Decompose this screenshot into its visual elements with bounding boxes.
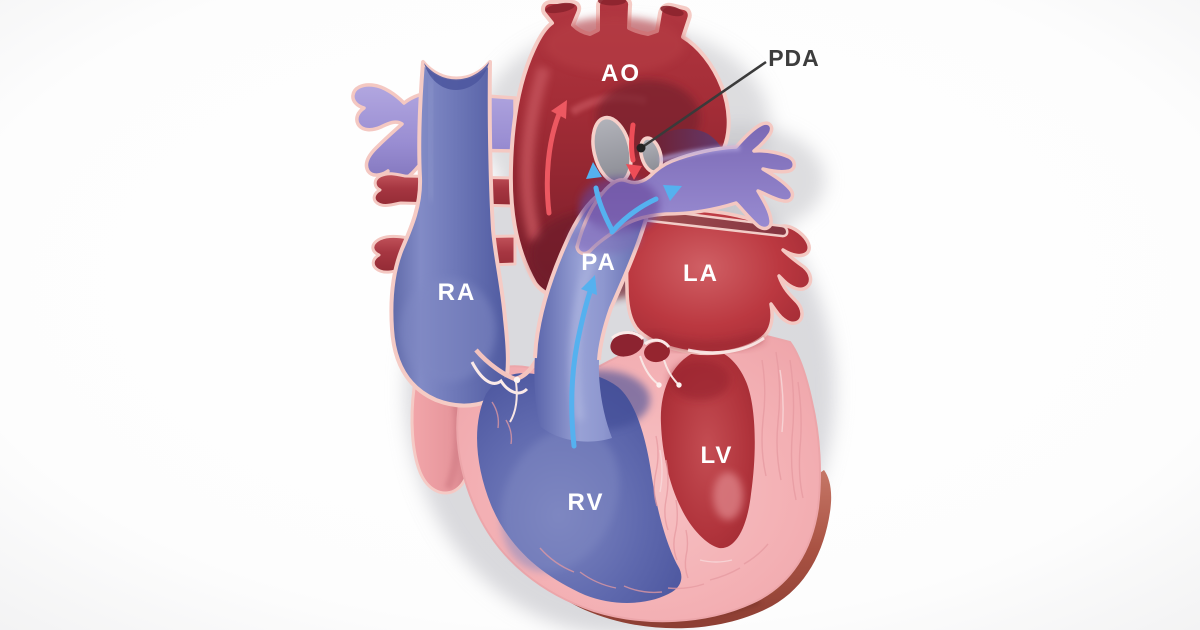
svc-sheen <box>424 79 437 201</box>
pda-pointer-line <box>640 60 767 150</box>
right-atrium <box>389 60 510 408</box>
label-pulmonary-artery: PA <box>581 249 617 276</box>
svc-opening <box>424 62 489 90</box>
flow-arrow-aorta <box>544 100 567 216</box>
ra-sheen <box>400 278 496 382</box>
pda-annotation: PDA <box>636 45 820 153</box>
flow-arrow-pda-shunt <box>626 122 642 180</box>
flow-arrows <box>544 100 682 449</box>
flow-arrow-pa-trunk <box>569 275 597 449</box>
label-aorta: AO <box>601 60 641 87</box>
left-pulmonary-artery <box>570 121 796 256</box>
pda-pointer-dot <box>636 143 646 153</box>
label-left-atrium: LA <box>683 260 719 287</box>
wall-texture <box>491 351 804 594</box>
right-ventricle <box>477 370 682 603</box>
mitral-valve <box>610 331 765 388</box>
aortic-branch-openings <box>545 0 684 17</box>
underarch-gaps <box>591 115 664 185</box>
label-pda: PDA <box>768 45 820 71</box>
chamber-labels: AO PA RA LA RV LV <box>438 60 734 516</box>
aorta-left-highlight <box>520 66 551 242</box>
label-right-ventricle: RV <box>568 489 605 516</box>
left-atrium <box>624 208 813 356</box>
aorta-arch-sheen <box>545 17 685 73</box>
label-right-atrium: RA <box>438 279 477 306</box>
flow-arrow-rpa-branch <box>586 162 615 233</box>
flow-arrow-lpa-branch <box>609 185 682 235</box>
label-left-ventricle: LV <box>701 442 734 469</box>
left-ventricle <box>660 349 755 549</box>
